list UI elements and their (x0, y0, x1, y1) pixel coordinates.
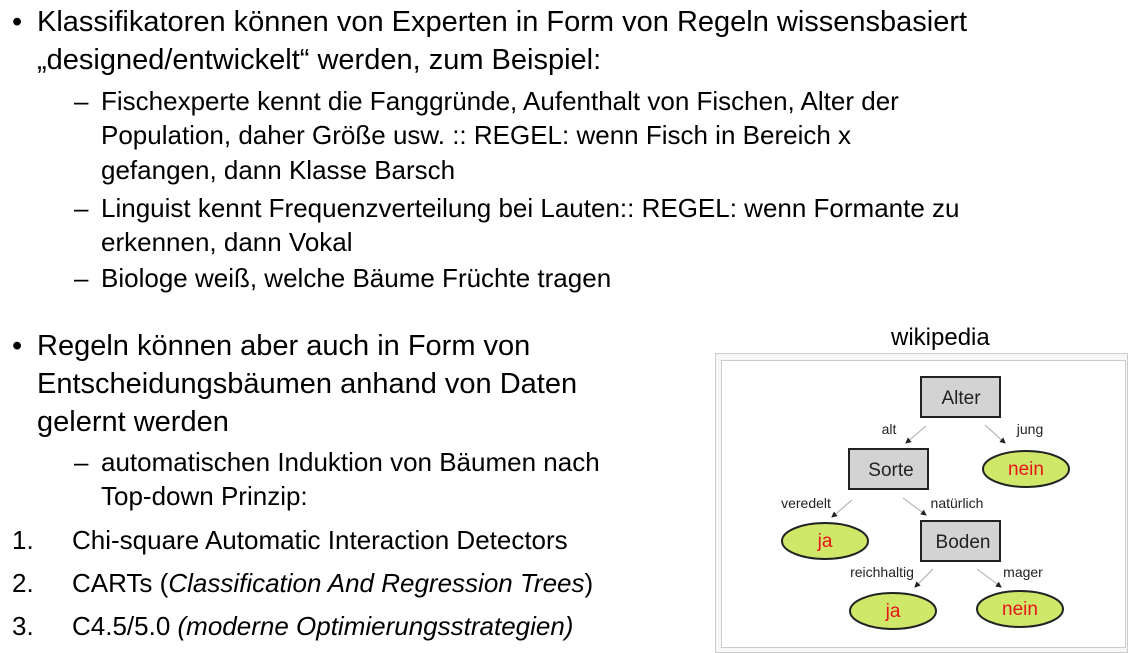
edge-label: jung (1016, 421, 1043, 437)
bullet2-line: gelernt werden (37, 406, 229, 438)
edge-veredelt (831, 499, 853, 518)
leaf-nein-2 (976, 590, 1064, 628)
numbered-item: Chi-square Automatic Interaction Detecto… (72, 525, 568, 555)
sub-line: gefangen, dann Klasse Barsch (101, 155, 456, 185)
edge-mager (976, 568, 1002, 588)
sub-line: erkennen, dann Vokal (101, 227, 353, 257)
sub-line: Fischexperte kennt die Fanggründe, Aufen… (101, 86, 899, 116)
node-sorte-label: Sorte (868, 460, 913, 481)
edge-alt (905, 425, 927, 444)
edge-label: natürlich (931, 495, 984, 511)
edge-label: reichhaltig (850, 564, 914, 580)
leaf-label: ja (817, 531, 833, 552)
edge-label: mager (1003, 564, 1043, 580)
numbered-item: CARTs (Classification And Regression Tre… (72, 568, 594, 598)
node-boden-box (920, 520, 1001, 562)
figure-caption: wikipedia (891, 324, 990, 351)
edge-natuerlich (902, 497, 927, 516)
bullet2-line: Regeln können aber auch in Form von (37, 330, 531, 362)
dash-icon: – (74, 447, 89, 477)
leaf-label: nein (1002, 599, 1038, 620)
list-number: 2. (12, 568, 34, 598)
edge-reichhaltig (914, 568, 934, 588)
leaf-nein-1 (982, 450, 1070, 488)
dash-icon: – (74, 86, 89, 116)
leaf-label: ja (885, 601, 901, 622)
edge-label: alt (882, 421, 897, 437)
sub-line: Biologe weiß, welche Bäume Früchte trage… (101, 263, 612, 293)
dash-icon: – (74, 193, 89, 223)
node-sorte-box (848, 448, 929, 490)
bullet1-line: „designed/entwickelt“ werden, zum Beispi… (37, 44, 602, 76)
numbered-item: C4.5/5.0 (moderne Optimierungsstrategien… (72, 611, 574, 641)
bullet-icon: • (12, 6, 23, 38)
dash-icon: – (74, 263, 89, 293)
leaf-ja-2 (849, 592, 937, 630)
edge-label: veredelt (781, 495, 831, 511)
node-alter-box (920, 376, 1001, 418)
leaf-ja-1 (781, 522, 869, 560)
node-boden-label: Boden (936, 532, 991, 553)
sub-line: Linguist kennt Frequenzverteilung bei La… (101, 193, 960, 223)
decision-tree-diagram: Alter Sorte Boden nein ja ja nein alt ju… (715, 353, 1128, 653)
list-number: 1. (12, 525, 34, 555)
sub-line: Population, daher Größe usw. :: REGEL: w… (101, 120, 852, 150)
node-alter-label: Alter (941, 388, 981, 409)
bullet1-line: Klassifikatoren können von Experten in F… (37, 6, 968, 38)
bullet2-line: Entscheidungsbäumen anhand von Daten (37, 368, 578, 400)
sub-line: automatischen Induktion von Bäumen nach (101, 447, 600, 477)
bullet-icon: • (12, 330, 23, 362)
sub-line: Top-down Prinzip: (101, 481, 308, 511)
list-number: 3. (12, 611, 34, 641)
edge-jung (984, 424, 1006, 444)
leaf-label: nein (1008, 459, 1044, 480)
